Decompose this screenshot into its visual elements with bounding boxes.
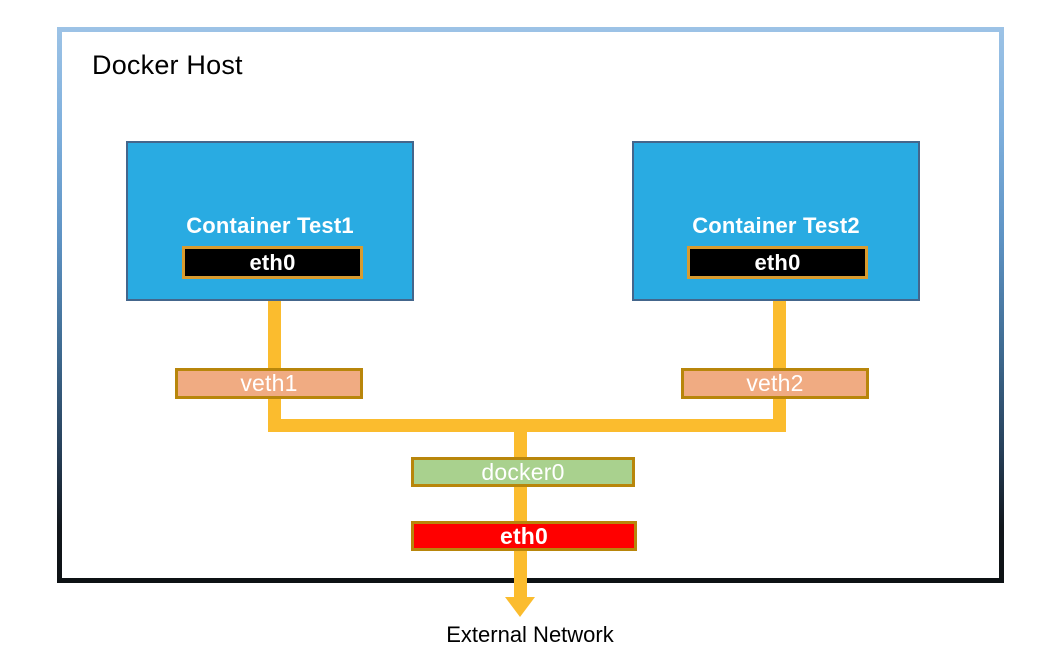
docker0-bridge-box[interactable]: docker0 (411, 457, 635, 487)
external-arrow-head-icon (505, 597, 535, 617)
wire-bus-horizontal (268, 419, 786, 432)
docker-host-frame (57, 27, 1004, 583)
docker-host-frame-inner (62, 32, 999, 578)
docker-host-title: Docker Host (92, 50, 243, 80)
veth1-box[interactable]: veth1 (175, 368, 363, 399)
veth2-box[interactable]: veth2 (681, 368, 869, 399)
host-nic-eth0-box[interactable]: eth0 (411, 521, 637, 551)
wire-bus-to-docker0 (514, 419, 527, 467)
container-nic-eth0-test1[interactable]: eth0 (182, 246, 363, 279)
container-label-test1: Container Test1 (186, 213, 354, 238)
wire-eth0-to-external (514, 547, 527, 602)
container-label-test2: Container Test2 (692, 213, 860, 238)
external-network-label: External Network (446, 622, 614, 647)
wire-docker0-to-eth0 (514, 484, 527, 524)
container-nic-eth0-test2[interactable]: eth0 (687, 246, 868, 279)
